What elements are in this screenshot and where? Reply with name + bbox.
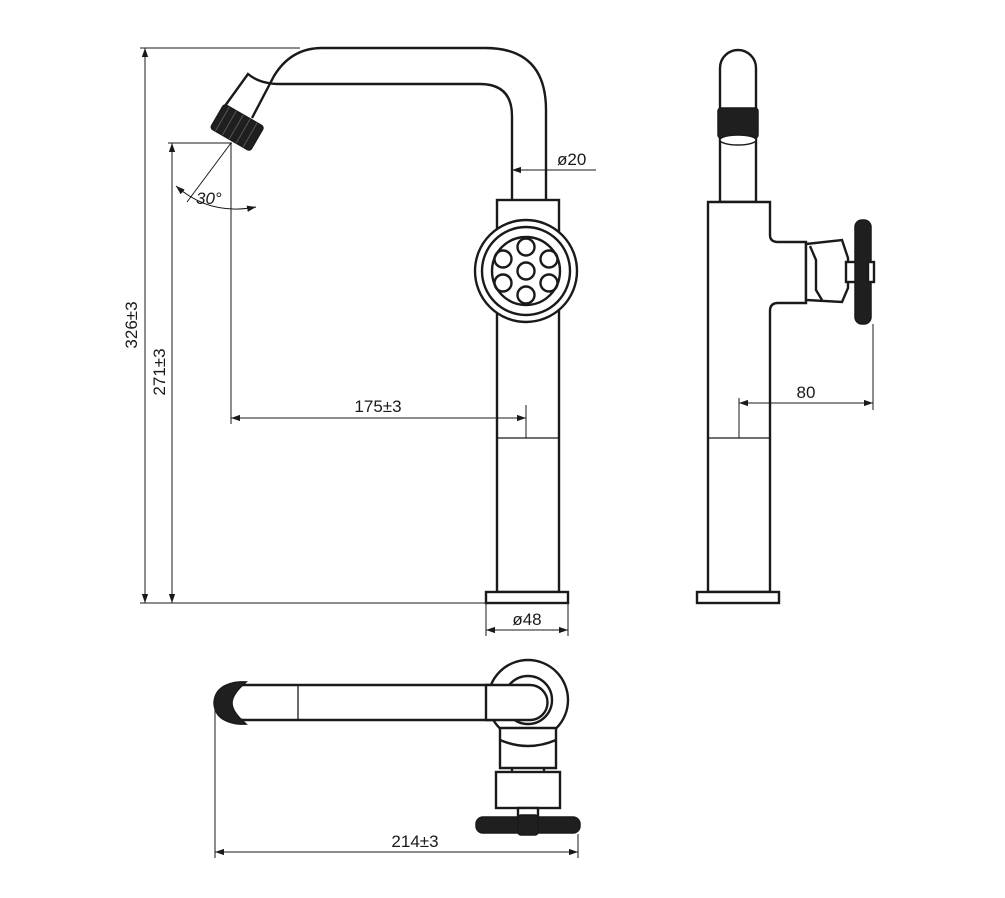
aerator xyxy=(210,104,264,151)
dim-spout-reach: 175±3 xyxy=(354,397,401,416)
top-spout-tube xyxy=(225,683,514,722)
top-valve-body xyxy=(494,770,562,810)
angle-arc xyxy=(175,185,257,212)
dim-spout-diameter: ø20 xyxy=(557,150,586,169)
top-valve-neck xyxy=(498,726,558,770)
front-view: 326±3 271±3 175±3 30° ø20 ø48 xyxy=(122,46,596,636)
top-spout-elbow xyxy=(484,683,549,722)
dim-overall-length: 214±3 xyxy=(391,832,438,851)
side-body xyxy=(706,200,808,594)
handle-wheel xyxy=(473,218,579,324)
base-plate xyxy=(484,590,570,605)
side-view: 80 xyxy=(695,48,876,605)
spout-inner-contour xyxy=(221,72,514,200)
side-aerator xyxy=(717,107,759,139)
side-wheel-cap xyxy=(866,260,876,284)
top-neck-curve xyxy=(499,738,557,748)
top-view: 214±3 xyxy=(213,658,581,858)
side-base-plate xyxy=(695,590,781,605)
dim-spout-height: 271±3 xyxy=(150,348,169,395)
top-wheel-hub xyxy=(517,814,539,836)
dim-base-diameter: ø48 xyxy=(512,610,541,629)
spout-outer-contour xyxy=(250,46,548,200)
dim-total-height: 326±3 xyxy=(122,301,141,348)
side-valve-detail xyxy=(808,245,824,301)
dim-handle-offset: 80 xyxy=(797,383,816,402)
dim-outlet-angle: 30° xyxy=(196,189,222,208)
